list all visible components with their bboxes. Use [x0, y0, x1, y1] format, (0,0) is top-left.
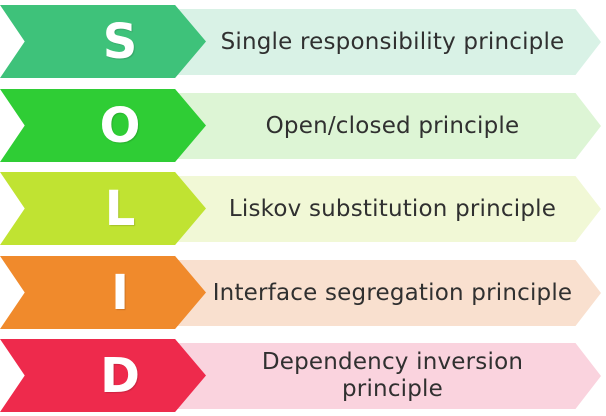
- principle-banner: Liskov substitution principle: [176, 176, 601, 242]
- row-o: Open/closed principle O: [0, 89, 606, 162]
- principle-banner: Single responsibility principle: [176, 9, 601, 75]
- principle-letter: I: [111, 264, 129, 321]
- principle-banner: Interface segregation principle: [176, 260, 601, 326]
- principle-letter: O: [99, 97, 141, 154]
- letter-chevron: S: [0, 5, 206, 78]
- principle-letter: L: [104, 180, 136, 237]
- principle-label: Open/closed principle: [265, 112, 520, 139]
- principle-letter: S: [102, 13, 138, 70]
- letter-chevron: O: [0, 89, 206, 162]
- row-i: Interface segregation principle I: [0, 256, 606, 329]
- letter-chevron: D: [0, 339, 206, 412]
- letter-chevron: I: [0, 256, 206, 329]
- row-d: Dependency inversion principle D: [0, 339, 606, 412]
- letter-chevron: L: [0, 172, 206, 245]
- principle-label: Interface segregation principle: [212, 279, 573, 306]
- principle-banner: Dependency inversion principle: [176, 343, 601, 409]
- principle-banner: Open/closed principle: [176, 93, 601, 159]
- principle-letter: D: [100, 347, 140, 404]
- principle-label: Dependency inversion principle: [261, 349, 524, 402]
- principle-label: Single responsibility principle: [220, 28, 565, 55]
- principle-label: Liskov substitution principle: [228, 195, 557, 222]
- row-l: Liskov substitution principle L: [0, 172, 606, 245]
- row-s: Single responsibility principle S: [0, 5, 606, 78]
